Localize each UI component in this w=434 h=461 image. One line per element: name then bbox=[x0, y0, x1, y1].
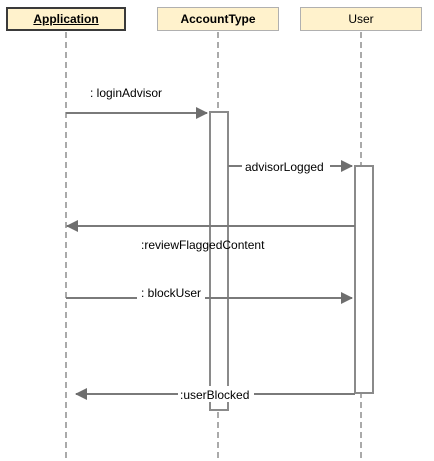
message-label-block-user: : blockUser bbox=[141, 286, 201, 300]
message-label-bg-block-user bbox=[137, 285, 205, 301]
lifeline-label-application: Application bbox=[33, 12, 99, 26]
message-label-advisor-logged: advisorLogged bbox=[245, 160, 324, 174]
lifeline-label-accounttype: AccountType bbox=[180, 12, 256, 26]
lifeline-label-user: User bbox=[348, 12, 374, 26]
message-label-login-advisor: : loginAdvisor bbox=[90, 86, 162, 100]
lifeline-head-application[interactable]: Application bbox=[6, 7, 126, 31]
lifeline-head-user[interactable]: User bbox=[300, 7, 422, 31]
activation-user bbox=[354, 165, 374, 394]
message-label-bg-advisor-logged bbox=[242, 158, 330, 174]
message-label-user-blocked: :userBlocked bbox=[180, 388, 249, 402]
message-label-bg-user-blocked bbox=[178, 386, 254, 402]
activation-accounttype bbox=[209, 111, 229, 411]
lifeline-head-accounttype[interactable]: AccountType bbox=[157, 7, 279, 31]
message-label-review-flagged-content: :reviewFlaggedContent bbox=[141, 238, 265, 252]
